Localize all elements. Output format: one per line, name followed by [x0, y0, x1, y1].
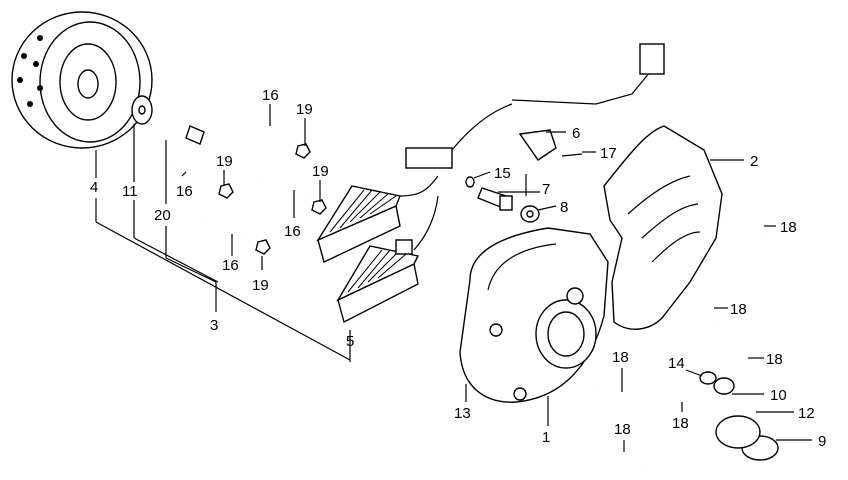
callout-7: 7: [542, 181, 550, 198]
callout-16-c: 16: [284, 223, 301, 240]
side-cover: [603, 125, 723, 330]
callout-16-b: 16: [176, 183, 193, 200]
bolt-16-set: [171, 118, 311, 240]
callout-13: 13: [454, 405, 471, 422]
oring-14: [699, 371, 717, 385]
callout-19-d: 19: [252, 277, 269, 294]
screw-17: [561, 153, 583, 157]
nut-8: [520, 205, 540, 223]
nut-19-set: [218, 143, 327, 255]
cap-10: [713, 377, 735, 395]
callout-9: 9: [818, 433, 826, 450]
callout-17: 17: [600, 145, 617, 162]
callout-15: 15: [494, 165, 511, 182]
callout-14: 14: [668, 355, 685, 372]
wiring-harness: [399, 43, 665, 251]
callout-2: 2: [750, 153, 758, 170]
callout-18-e: 18: [672, 415, 689, 432]
leader-lines: [95, 104, 812, 452]
flywheel-bolt: [159, 118, 205, 145]
clamp-bracket: [518, 129, 557, 161]
callout-16-d: 16: [222, 257, 239, 274]
callout-18-a: 18: [780, 219, 797, 236]
washer: [131, 95, 153, 125]
callout-3: 3: [210, 317, 218, 334]
oring-12: [715, 415, 761, 449]
callout-18-c: 18: [612, 349, 629, 366]
regulator-lower: [336, 239, 420, 324]
callout-16-a: 16: [262, 87, 279, 104]
generator-cover: [459, 227, 609, 403]
callout-1: 1: [542, 429, 550, 446]
callout-6: 6: [572, 125, 580, 142]
regulator-upper: [316, 185, 401, 263]
callout-8: 8: [560, 199, 568, 216]
callout-4: 4: [90, 179, 98, 196]
callout-18-f: 18: [614, 421, 631, 438]
callout-12: 12: [798, 405, 815, 422]
callout-5: 5: [346, 333, 354, 350]
callout-19-c: 19: [312, 163, 329, 180]
callout-18-d: 18: [766, 351, 783, 368]
callout-10: 10: [770, 387, 787, 404]
callout-19-b: 19: [216, 153, 233, 170]
callout-19-a: 19: [296, 101, 313, 118]
bolt-18-set: [597, 216, 767, 468]
callout-11: 11: [122, 183, 138, 200]
callout-20: 20: [154, 207, 171, 224]
oring-15: [465, 176, 475, 188]
callout-labels: 4 11 20 3 5 16 19 19 19 16 16 16 19 6 17…: [90, 87, 826, 450]
pulse-sensor: [477, 187, 513, 211]
flywheel-rotor: [11, 11, 153, 149]
callout-18-b: 18: [730, 301, 747, 318]
